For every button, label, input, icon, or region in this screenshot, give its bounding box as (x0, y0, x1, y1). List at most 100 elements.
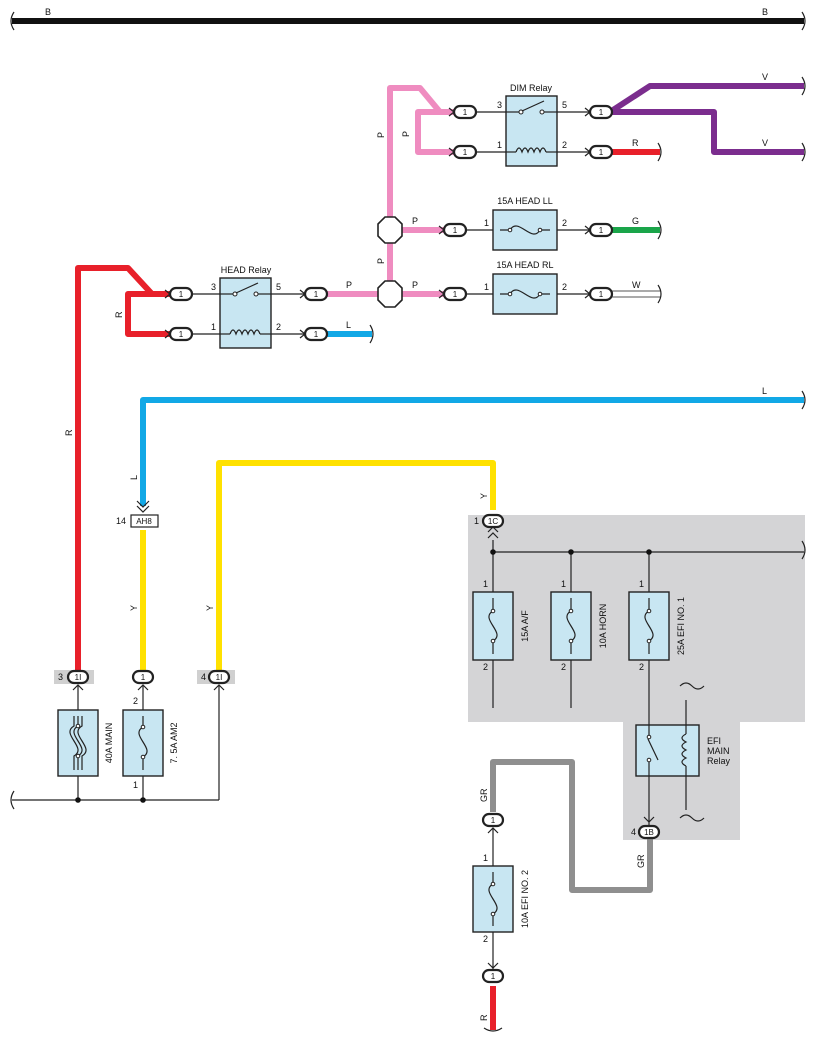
connector-rl-in: 1 (442, 286, 468, 302)
efi-main-relay-label-1: EFI (707, 736, 721, 746)
svg-text:R: R (632, 138, 639, 148)
svg-text:2: 2 (276, 322, 281, 332)
svg-text:V: V (762, 138, 768, 148)
svg-text:1: 1 (484, 282, 489, 292)
pink-wires (326, 85, 460, 297)
fuse-efi-no1-label: 25A EFI NO. 1 (676, 597, 686, 655)
svg-text:P: P (376, 132, 386, 138)
dim-relay: DIM Relay 3 5 1 2 (497, 83, 567, 167)
svg-text:1: 1 (491, 972, 496, 981)
svg-text:Y: Y (205, 605, 215, 611)
svg-text:1B: 1B (644, 828, 654, 837)
svg-text:1: 1 (599, 226, 604, 235)
svg-text:1: 1 (599, 148, 604, 157)
svg-text:P: P (376, 258, 386, 264)
svg-text:P: P (346, 280, 352, 290)
svg-text:2: 2 (562, 282, 567, 292)
connector-dim-out-upper: 1 (588, 104, 614, 120)
svg-text:2: 2 (562, 140, 567, 150)
svg-text:1I: 1I (216, 673, 223, 682)
head-relay-label: HEAD Relay (221, 265, 272, 275)
connector-ll-out: 1 (588, 222, 614, 238)
fuse-15a-af: 15A A/F 1 2 (472, 579, 530, 672)
svg-text:L: L (346, 320, 351, 330)
svg-text:Y: Y (479, 493, 489, 499)
white-wire (612, 290, 660, 298)
svg-text:1: 1 (141, 673, 146, 682)
svg-text:4: 4 (201, 672, 206, 682)
svg-text:AH8: AH8 (136, 517, 152, 526)
connector-am2-top: 1 (131, 669, 155, 691)
efi-main-relay-label-3: Relay (707, 756, 731, 766)
fuse-15a-head-rl: 15A HEAD RL 1 2 (484, 260, 567, 315)
svg-text:W: W (632, 280, 641, 290)
connector-efi-no2-top: 1 (481, 812, 505, 834)
wire-label-b-left: B (45, 7, 51, 17)
battery-bus-wire: B B (10, 7, 806, 31)
svg-text:5: 5 (276, 282, 281, 292)
yellow-wires (140, 460, 496, 672)
connector-pills: 1 1 1 1 1 1 1 1 1 1 1 1 (168, 104, 614, 342)
svg-text:P: P (401, 131, 411, 137)
svg-text:1: 1 (133, 780, 138, 790)
splice-octagon-upper (377, 216, 403, 244)
svg-text:2: 2 (639, 662, 644, 672)
svg-text:3: 3 (58, 672, 63, 682)
fuse-head-rl-label: 15A HEAD RL (496, 260, 553, 270)
svg-text:Y: Y (129, 605, 139, 611)
svg-text:1: 1 (314, 330, 319, 339)
blue-wires (140, 331, 804, 506)
svg-text:2: 2 (561, 662, 566, 672)
svg-text:2: 2 (562, 218, 567, 228)
svg-text:4: 4 (631, 827, 636, 837)
connector-dim-in-lower: 1 (452, 144, 478, 160)
fuse-7-5a-am2: 7. 5A AM2 2 1 (122, 696, 179, 790)
svg-text:GR: GR (636, 854, 646, 868)
connector-1b: 1B 4 (631, 816, 661, 840)
fuse-horn-label: 10A HORN (598, 604, 608, 649)
fuse-main-label: 40A MAIN (104, 723, 114, 764)
svg-text:5: 5 (562, 100, 567, 110)
connector-arrows (164, 107, 591, 339)
efi-main-relay-label-2: MAIN (707, 746, 730, 756)
svg-text:R: R (64, 429, 74, 436)
connector-dim-out-lower: 1 (588, 144, 614, 160)
purple-wires (608, 83, 804, 155)
fuse-15a-head-ll: 15A HEAD LL 1 2 (484, 196, 567, 251)
connector-ll-in: 1 (442, 222, 468, 238)
svg-text:R: R (114, 311, 124, 318)
svg-text:P: P (412, 216, 418, 226)
svg-text:L: L (762, 386, 767, 396)
svg-text:3: 3 (211, 282, 216, 292)
connector-efi-no2-bottom: 1 (481, 962, 505, 984)
svg-text:1: 1 (474, 516, 479, 526)
svg-text:3: 3 (497, 100, 502, 110)
fuse-40a-main: 40A MAIN (57, 709, 114, 777)
connector-rl-out: 1 (588, 286, 614, 302)
connector-ah8: AH8 14 (116, 500, 159, 528)
svg-text:1: 1 (211, 322, 216, 332)
svg-text:1: 1 (599, 290, 604, 299)
svg-text:V: V (762, 72, 768, 82)
svg-text:1: 1 (561, 579, 566, 589)
svg-text:1: 1 (599, 108, 604, 117)
svg-text:1C: 1C (488, 517, 498, 526)
svg-text:1: 1 (453, 226, 458, 235)
dim-relay-label: DIM Relay (510, 83, 553, 93)
connector-head-out-upper: 1 (303, 286, 329, 302)
efi-main-relay: EFI MAIN Relay (635, 724, 731, 777)
fuse-head-ll-label: 15A HEAD LL (497, 196, 553, 206)
svg-text:1: 1 (639, 579, 644, 589)
gray-wire (490, 759, 653, 893)
junction-dots (75, 549, 652, 803)
splice-octagon-lower (377, 280, 403, 308)
fuse-10a-efi-no2: 10A EFI NO. 2 1 2 (472, 853, 530, 944)
fuse-efi-no2-label: 10A EFI NO. 2 (520, 870, 530, 928)
connector-1i-y: 1I 4 (201, 669, 231, 691)
svg-text:1: 1 (483, 579, 488, 589)
connector-head-in-lower: 1 (168, 326, 194, 342)
svg-text:2: 2 (133, 696, 138, 706)
wire-label-b-right: B (762, 7, 768, 17)
head-relay: HEAD Relay 3 5 1 2 (211, 265, 281, 349)
